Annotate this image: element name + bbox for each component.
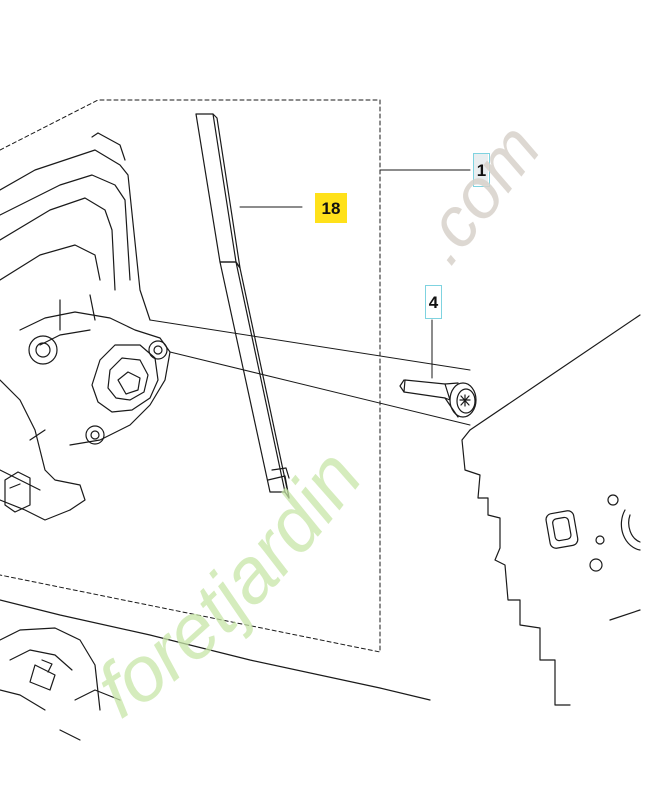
assembly-boundary-dashed <box>0 99 381 653</box>
axis-line-upper <box>149 319 471 371</box>
callout-label-4: 4 <box>425 285 442 319</box>
carburetor-housing <box>0 132 171 521</box>
mounting-plate <box>461 314 641 706</box>
callout-1-background <box>473 153 488 185</box>
lower-left-component <box>0 599 431 741</box>
axis-line-lower <box>169 351 471 426</box>
strip-part-18 <box>195 113 290 499</box>
callout-label-1: 1 <box>473 153 490 187</box>
callout-label-18: 18 <box>321 198 341 218</box>
callout-18-highlight <box>315 193 347 223</box>
screw-part-4 <box>399 379 477 418</box>
